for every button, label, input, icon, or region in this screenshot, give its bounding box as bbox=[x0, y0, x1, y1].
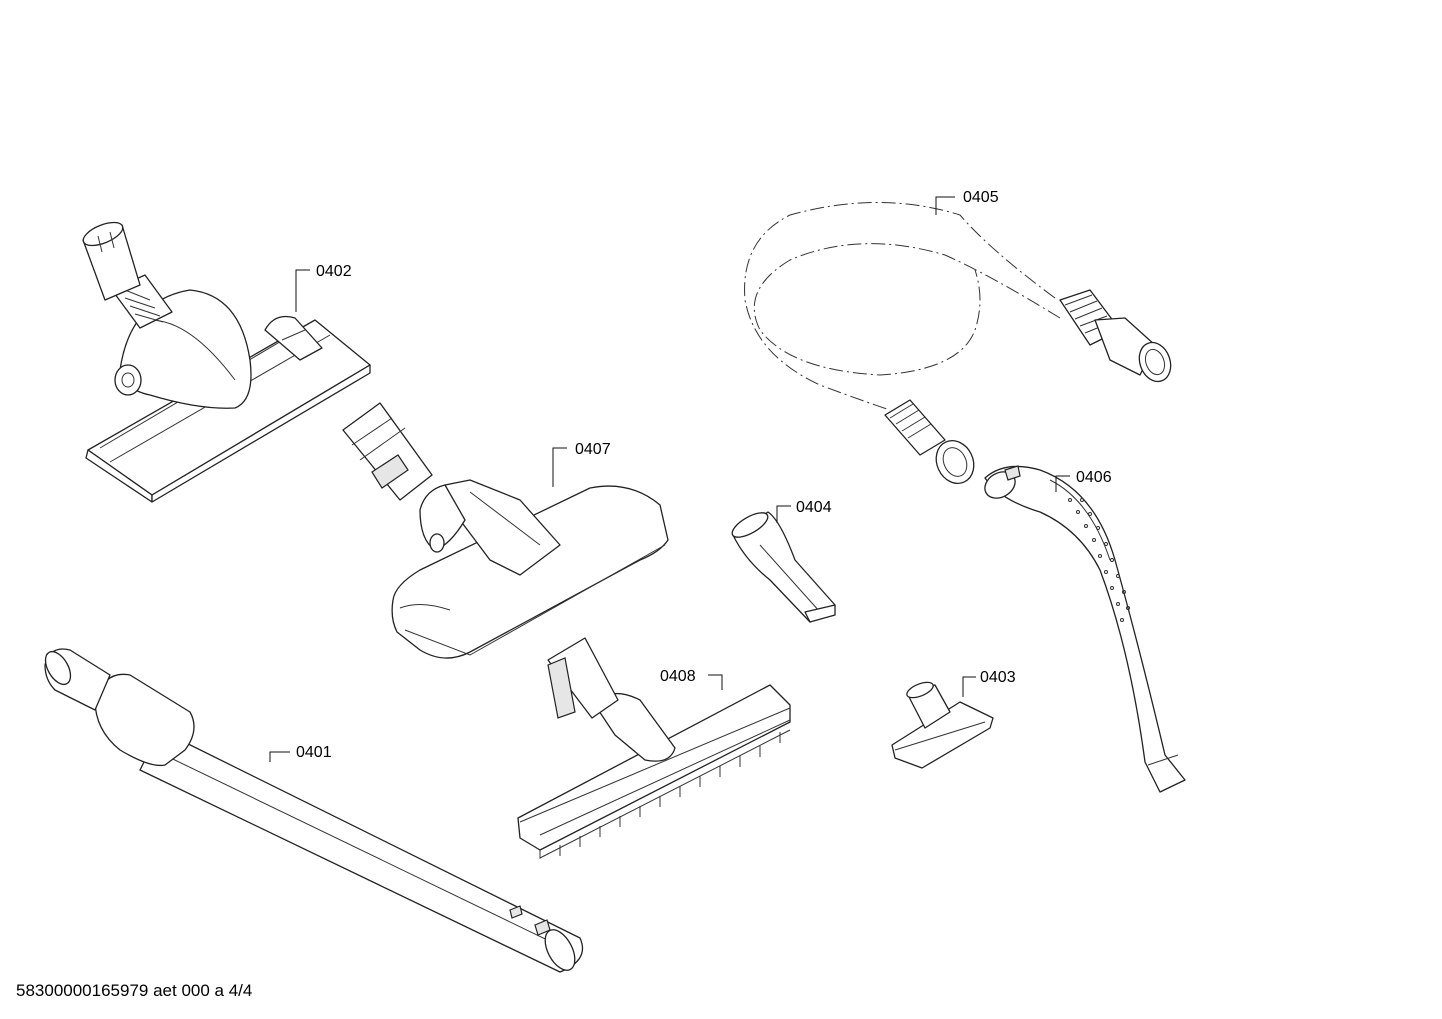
label-0407: 0407 bbox=[575, 441, 611, 458]
drawing-footer-code: 58300000165979 aet 000 a 4/4 bbox=[16, 981, 253, 1000]
label-0402: 0402 bbox=[316, 263, 352, 280]
label-0406: 0406 bbox=[1076, 469, 1112, 486]
part-0408-hard-floor-brush[interactable]: 0408 bbox=[517, 637, 791, 859]
part-0404-crevice-tool[interactable]: 0404 bbox=[729, 499, 836, 623]
label-0405: 0405 bbox=[963, 189, 999, 206]
part-0406-hose-handle[interactable]: 0406 bbox=[980, 465, 1186, 793]
part-0403-upholstery-nozzle[interactable]: 0403 bbox=[891, 669, 1016, 769]
part-0407-parquet-brush[interactable]: 0407 bbox=[342, 402, 669, 659]
label-0404: 0404 bbox=[796, 499, 832, 516]
part-0402-floor-nozzle[interactable]: 0402 bbox=[80, 218, 371, 503]
label-0403: 0403 bbox=[980, 669, 1016, 686]
label-0408: 0408 bbox=[660, 668, 696, 685]
label-0401: 0401 bbox=[296, 744, 332, 761]
part-0405-suction-hose[interactable]: 0405 bbox=[744, 189, 1176, 490]
part-0401-telescopic-tube[interactable]: 0401 bbox=[40, 647, 584, 975]
